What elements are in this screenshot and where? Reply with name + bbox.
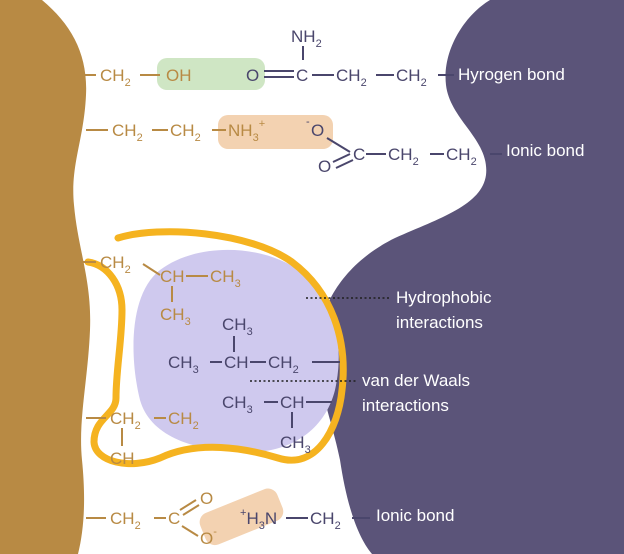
interaction-boundary [84, 228, 347, 468]
right-protein-surface [318, 0, 624, 554]
ionic-bond-label-bottom: Ionic bond [376, 506, 454, 525]
ch2-group: CH2 [110, 509, 141, 532]
ch2-group: CH2 [168, 409, 199, 432]
ch3-group: CH3 [222, 393, 253, 416]
ammonium-group: +H3N [240, 507, 277, 532]
ch2-group: CH2 [396, 66, 427, 89]
carbonyl-oxygen: O [200, 489, 213, 508]
ch2-group: CH2 [170, 121, 201, 144]
carbon-atom: C [168, 509, 180, 528]
ch3-group: CH3 [280, 433, 311, 456]
double-bond [264, 70, 294, 78]
vdw-label-line2: interactions [362, 396, 449, 415]
ch2-group: CH2 [112, 121, 143, 144]
ionic-bond-label-top: Ionic bond [506, 141, 584, 160]
carboxylate-oxygen: O- [200, 526, 217, 548]
carbon-atom: C [353, 145, 365, 164]
ionic-bond-highlight-top [218, 115, 333, 149]
negative-charge: - [306, 116, 310, 128]
hydroxyl-group: OH [166, 66, 192, 85]
carboxylate-oxygen: O [311, 121, 324, 140]
hydrophobic-label: Hydrophobic [396, 288, 492, 307]
ch2-group: CH2 [110, 409, 141, 432]
carbonyl-oxygen: O [318, 157, 331, 176]
ch3-group: CH3 [168, 353, 199, 376]
carbonyl-oxygen: O [246, 66, 259, 85]
ch-group: CH [160, 267, 185, 286]
bond-line [326, 137, 351, 153]
ch2-group: CH2 [388, 145, 419, 168]
left-protein-surface [0, 0, 91, 554]
ch3-group: CH3 [160, 305, 191, 328]
ch-group: CH [110, 449, 135, 468]
amine-group: NH2 [291, 27, 322, 50]
ch2-group: CH2 [310, 509, 341, 532]
ch-group: CH [224, 353, 249, 372]
hydrogen-bond-label: Hyrogen bond [458, 65, 565, 84]
hydrophobic-pocket [133, 249, 339, 453]
ch2-group: CH2 [100, 66, 131, 89]
bond-line [142, 263, 161, 276]
ch2-group: CH2 [100, 253, 131, 276]
ionic-bond-highlight-bottom [199, 488, 284, 546]
hydrogen-bond-highlight [157, 58, 265, 90]
double-bond [332, 153, 354, 169]
ammonium-group: NH3+ [228, 118, 265, 144]
carbon-atom: C [296, 66, 308, 85]
vdw-label: van der Waals [362, 371, 470, 390]
hydrophobic-label-line2: interactions [396, 313, 483, 332]
ch-group: CH [280, 393, 305, 412]
ch2-group: CH2 [336, 66, 367, 89]
ch2-group: CH2 [446, 145, 477, 168]
ch3-group: CH3 [210, 267, 241, 290]
ch2-group: CH2 [268, 353, 299, 376]
bond-line [181, 525, 199, 537]
double-bond [179, 499, 200, 516]
ch3-group: CH3 [222, 315, 253, 338]
